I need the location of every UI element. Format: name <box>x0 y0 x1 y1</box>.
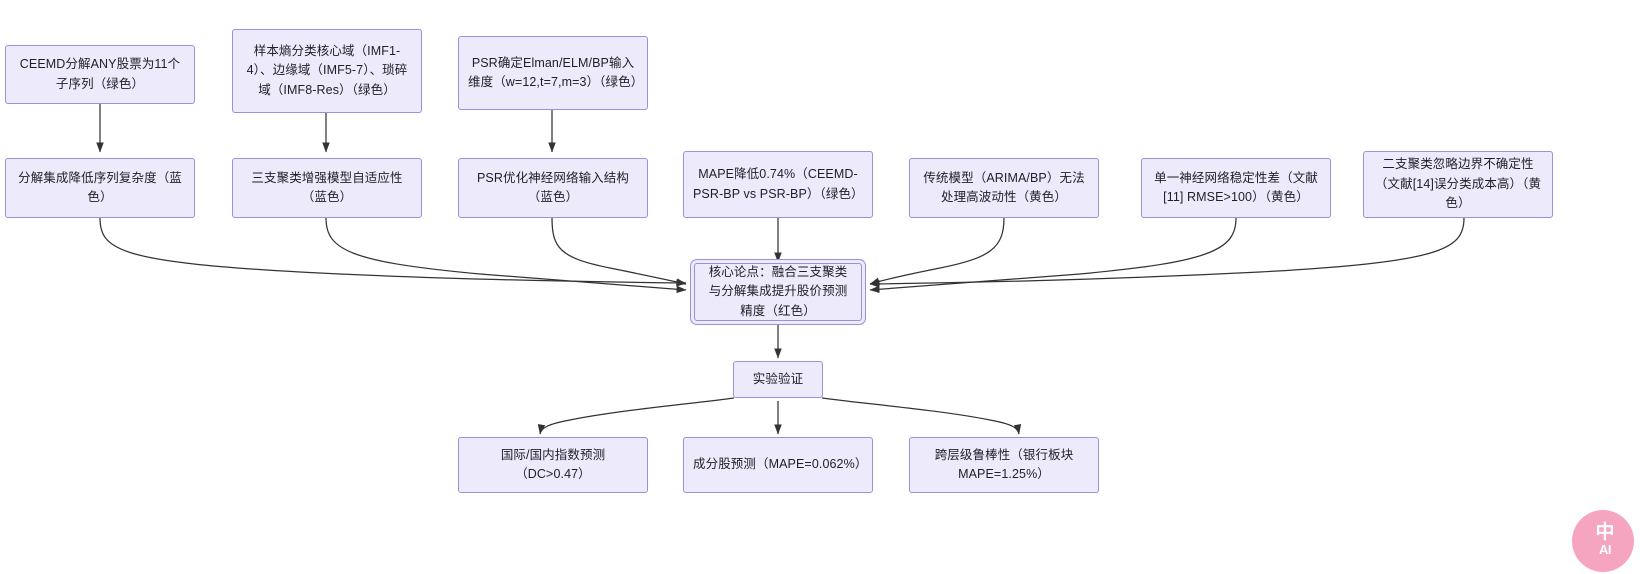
node-label: PSR优化神经网络输入结构（蓝色） <box>476 170 629 204</box>
watermark-sub: AI <box>1598 541 1612 557</box>
node-label: 核心论点：融合三支聚类与分解集成提升股价预测精度（红色） <box>708 264 848 318</box>
node-label: 国际/国内指数预测（DC>0.47） <box>500 447 606 481</box>
node-gap-traditional-model[interactable]: 传统模型（ARIMA/BP）无法处理高波动性（黄色） <box>909 158 1099 218</box>
node-gap-single-nn[interactable]: 单一神经网络稳定性差（文献[11] RMSE>100）（黄色） <box>1141 158 1331 218</box>
watermark-badge: 中 AI <box>1572 510 1634 572</box>
node-label: CEEMD分解ANY股票为11个子序列（绿色） <box>19 57 181 91</box>
node-experiment-validation[interactable]: 实验验证 <box>733 361 823 398</box>
node-label: 分解集成降低序列复杂度（蓝色） <box>18 170 182 204</box>
edge-c1-core <box>99 217 687 287</box>
node-label: 单一神经网络稳定性差（文献[11] RMSE>100）（黄色） <box>1154 170 1318 204</box>
node-contrib-three-way-cluster[interactable]: 三支聚类增强模型自适应性（蓝色） <box>232 158 422 218</box>
node-label: 传统模型（ARIMA/BP）无法处理高波动性（黄色） <box>923 170 1085 204</box>
edge-g1-core <box>869 217 1005 285</box>
node-method-psr[interactable]: PSR确定Elman/ELM/BP输入维度（w=12,t=7,m=3）（绿色） <box>458 36 648 110</box>
node-label: 跨层级鲁棒性（银行板块MAPE=1.25%） <box>934 447 1074 481</box>
node-label: 三支聚类增强模型自适应性（蓝色） <box>251 170 403 204</box>
edge-c2-core <box>325 217 687 294</box>
edge-g2-core <box>869 217 1237 294</box>
watermark-main: 中 <box>1595 521 1615 543</box>
node-method-sample-entropy[interactable]: 样本熵分类核心域（IMF1-4）、边缘域（IMF5-7）、琐碎域（IMF8-Re… <box>232 29 422 113</box>
edge-val-e1 <box>537 397 735 435</box>
node-label: PSR确定Elman/ELM/BP输入维度（w=12,t=7,m=3）（绿色） <box>468 55 644 89</box>
node-label: MAPE降低0.74%（CEEMD-PSR-BP vs PSR-BP）（绿色） <box>693 167 864 201</box>
node-contrib-psr-structure[interactable]: PSR优化神经网络输入结构（蓝色） <box>458 158 648 218</box>
edge-c3-core <box>551 217 687 286</box>
node-contrib-complexity[interactable]: 分解集成降低序列复杂度（蓝色） <box>5 158 195 218</box>
edge-g3-core <box>869 217 1465 288</box>
node-label: 二支聚类忽略边界不确定性（文献[14]误分类成本高）（黄色） <box>1374 157 1542 211</box>
node-result-mape[interactable]: MAPE降低0.74%（CEEMD-PSR-BP vs PSR-BP）（绿色） <box>683 151 873 218</box>
node-label: 成分股预测（MAPE=0.062%） <box>693 457 868 472</box>
node-exp-constituent-stock[interactable]: 成分股预测（MAPE=0.062%） <box>683 437 873 493</box>
node-core-claim[interactable]: 核心论点：融合三支聚类与分解集成提升股价预测精度（红色） <box>694 263 862 321</box>
node-label: 实验验证 <box>752 371 804 386</box>
node-gap-two-way-cluster[interactable]: 二支聚类忽略边界不确定性（文献[14]误分类成本高）（黄色） <box>1363 151 1553 218</box>
node-method-ceemd[interactable]: CEEMD分解ANY股票为11个子序列（绿色） <box>5 45 195 104</box>
node-label: 样本熵分类核心域（IMF1-4）、边缘域（IMF5-7）、琐碎域（IMF8-Re… <box>246 43 408 97</box>
watermark-text: 中 AI <box>1595 523 1614 556</box>
node-exp-index-forecast[interactable]: 国际/国内指数预测（DC>0.47） <box>458 437 648 493</box>
node-exp-cross-level-robustness[interactable]: 跨层级鲁棒性（银行板块MAPE=1.25%） <box>909 437 1099 493</box>
edge-val-e3 <box>821 397 1022 435</box>
